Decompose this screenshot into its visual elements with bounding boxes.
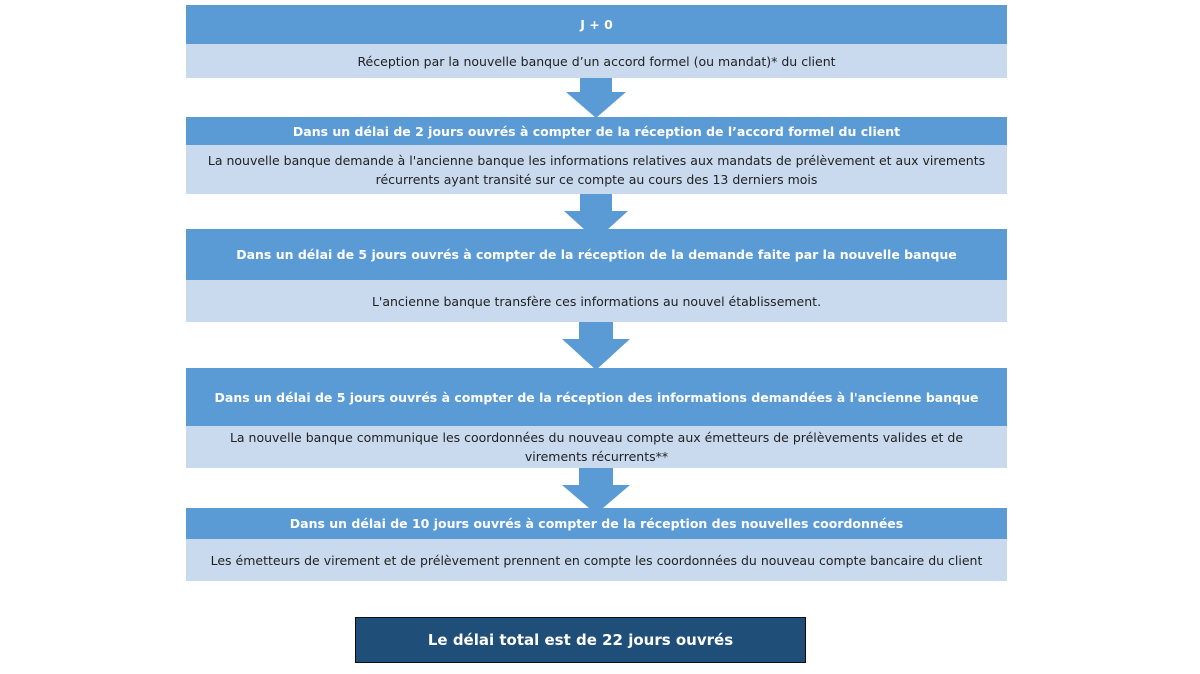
flow-arrow-4 bbox=[562, 468, 630, 514]
step-5-header: Dans un délai de 10 jours ouvrés à compt… bbox=[186, 508, 1007, 539]
step-2-description: La nouvelle banque demande à l'ancienne … bbox=[186, 145, 1007, 194]
step-1-description: Réception par la nouvelle banque d’un ac… bbox=[186, 44, 1007, 78]
step-1-header: J + 0 bbox=[186, 5, 1007, 44]
step-4-description: La nouvelle banque communique les coordo… bbox=[186, 426, 1007, 468]
step-3-header: Dans un délai de 5 jours ouvrés à compte… bbox=[186, 229, 1007, 280]
step-3-description: L'ancienne banque transfère ces informat… bbox=[186, 280, 1007, 322]
step-4-header: Dans un délai de 5 jours ouvrés à compte… bbox=[186, 368, 1007, 426]
step-5-description: Les émetteurs de virement et de prélèvem… bbox=[186, 539, 1007, 581]
step-2-header: Dans un délai de 2 jours ouvrés à compte… bbox=[186, 117, 1007, 145]
flow-arrow-2 bbox=[564, 194, 628, 240]
flow-arrow-3 bbox=[562, 322, 630, 370]
flow-arrow-1 bbox=[566, 78, 626, 118]
total-delay-box: Le délai total est de 22 jours ouvrés bbox=[355, 617, 806, 663]
